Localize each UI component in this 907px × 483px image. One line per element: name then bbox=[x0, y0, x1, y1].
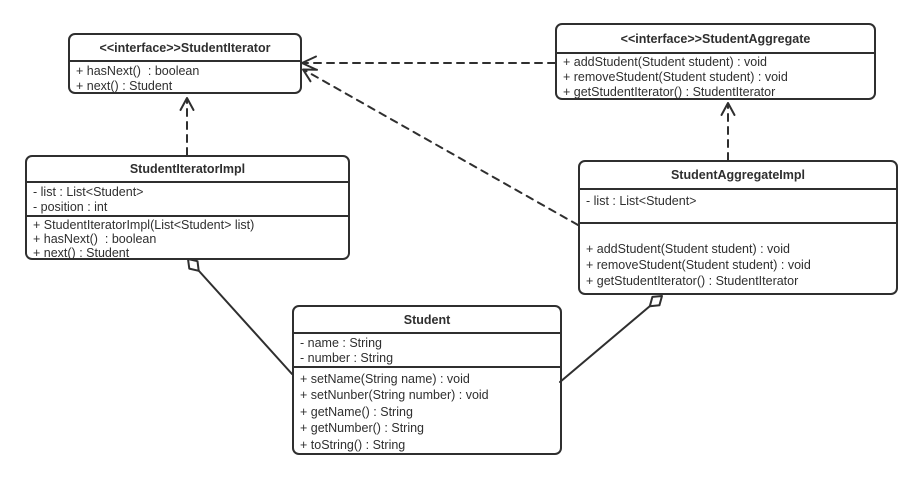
class-title: <<interface>>StudentIterator bbox=[99, 40, 271, 55]
class-title: StudentIteratorImpl bbox=[129, 162, 246, 176]
methods-compartment: + addStudent(Student student) : void + r… bbox=[557, 52, 874, 98]
class-title: <<interface>>StudentAggregate bbox=[620, 31, 811, 46]
class-studentiterator: <<interface>>StudentIterator + hasNext()… bbox=[68, 33, 302, 94]
method: + next() : Student bbox=[33, 246, 130, 260]
method: + StudentIteratorImpl(List<Student> list… bbox=[33, 218, 255, 232]
attribute: - number : String bbox=[300, 351, 394, 365]
method: + removeStudent(Student student) : void bbox=[563, 70, 788, 84]
class-studentaggregate: <<interface>>StudentAggregate + addStude… bbox=[555, 23, 876, 100]
method: + getName() : String bbox=[300, 404, 413, 419]
method: + setName(String name) : void bbox=[300, 372, 470, 386]
class-title: StudentAggregateImpl bbox=[670, 168, 806, 182]
methods-compartment: + hasNext() : boolean + next() : Student bbox=[70, 60, 300, 92]
method: + hasNext() : boolean bbox=[33, 232, 157, 246]
open-arrowhead-icon bbox=[720, 102, 736, 116]
class-student: Student - name : String - number : Strin… bbox=[292, 305, 562, 455]
hollow-diamond-icon bbox=[187, 258, 200, 272]
class-studentiteratorimpl: StudentIteratorImpl - list : List<Studen… bbox=[25, 155, 350, 260]
aggregation-edge-aggregateimpl-student bbox=[559, 305, 651, 383]
class-studentaggregateimpl: StudentAggregateImpl - list : List<Stude… bbox=[578, 160, 898, 295]
attributes-compartment: - name : String - number : String bbox=[294, 332, 560, 366]
method: + getStudentIterator() : StudentIterator bbox=[586, 274, 799, 288]
attribute: - position : int bbox=[33, 200, 108, 214]
method: + hasNext() : boolean bbox=[76, 64, 200, 78]
methods-compartment: + addStudent(Student student) : void + r… bbox=[580, 222, 896, 293]
attribute: - list : List<Student> bbox=[33, 185, 144, 199]
method: + addStudent(Student student) : void bbox=[563, 55, 767, 69]
aggregation-edge-iteratorimpl-student bbox=[198, 270, 293, 375]
method: + getNumber() : String bbox=[300, 421, 425, 436]
open-arrowhead-icon bbox=[301, 55, 317, 71]
attribute: - name : String bbox=[300, 336, 382, 350]
attributes-compartment: - list : List<Student> - position : int bbox=[27, 181, 348, 215]
methods-compartment: + setName(String name) : void + setNunbe… bbox=[294, 366, 560, 453]
hollow-diamond-icon bbox=[648, 295, 663, 308]
method: + getStudentIterator() : StudentIterator bbox=[563, 85, 776, 99]
method: + addStudent(Student student) : void bbox=[586, 242, 790, 256]
open-arrowhead-icon bbox=[302, 68, 318, 83]
attribute: - list : List<Student> bbox=[586, 194, 697, 208]
method: + toString() : String bbox=[300, 437, 406, 452]
open-arrowhead-icon bbox=[179, 97, 195, 111]
method: + removeStudent(Student student) : void bbox=[586, 258, 811, 272]
attributes-compartment: - list : List<Student> bbox=[580, 188, 896, 222]
method: + next() : Student bbox=[76, 79, 173, 93]
method: + setNunber(String number) : void bbox=[300, 388, 489, 403]
methods-compartment: + StudentIteratorImpl(List<Student> list… bbox=[27, 215, 348, 258]
class-title: Student bbox=[403, 312, 451, 327]
